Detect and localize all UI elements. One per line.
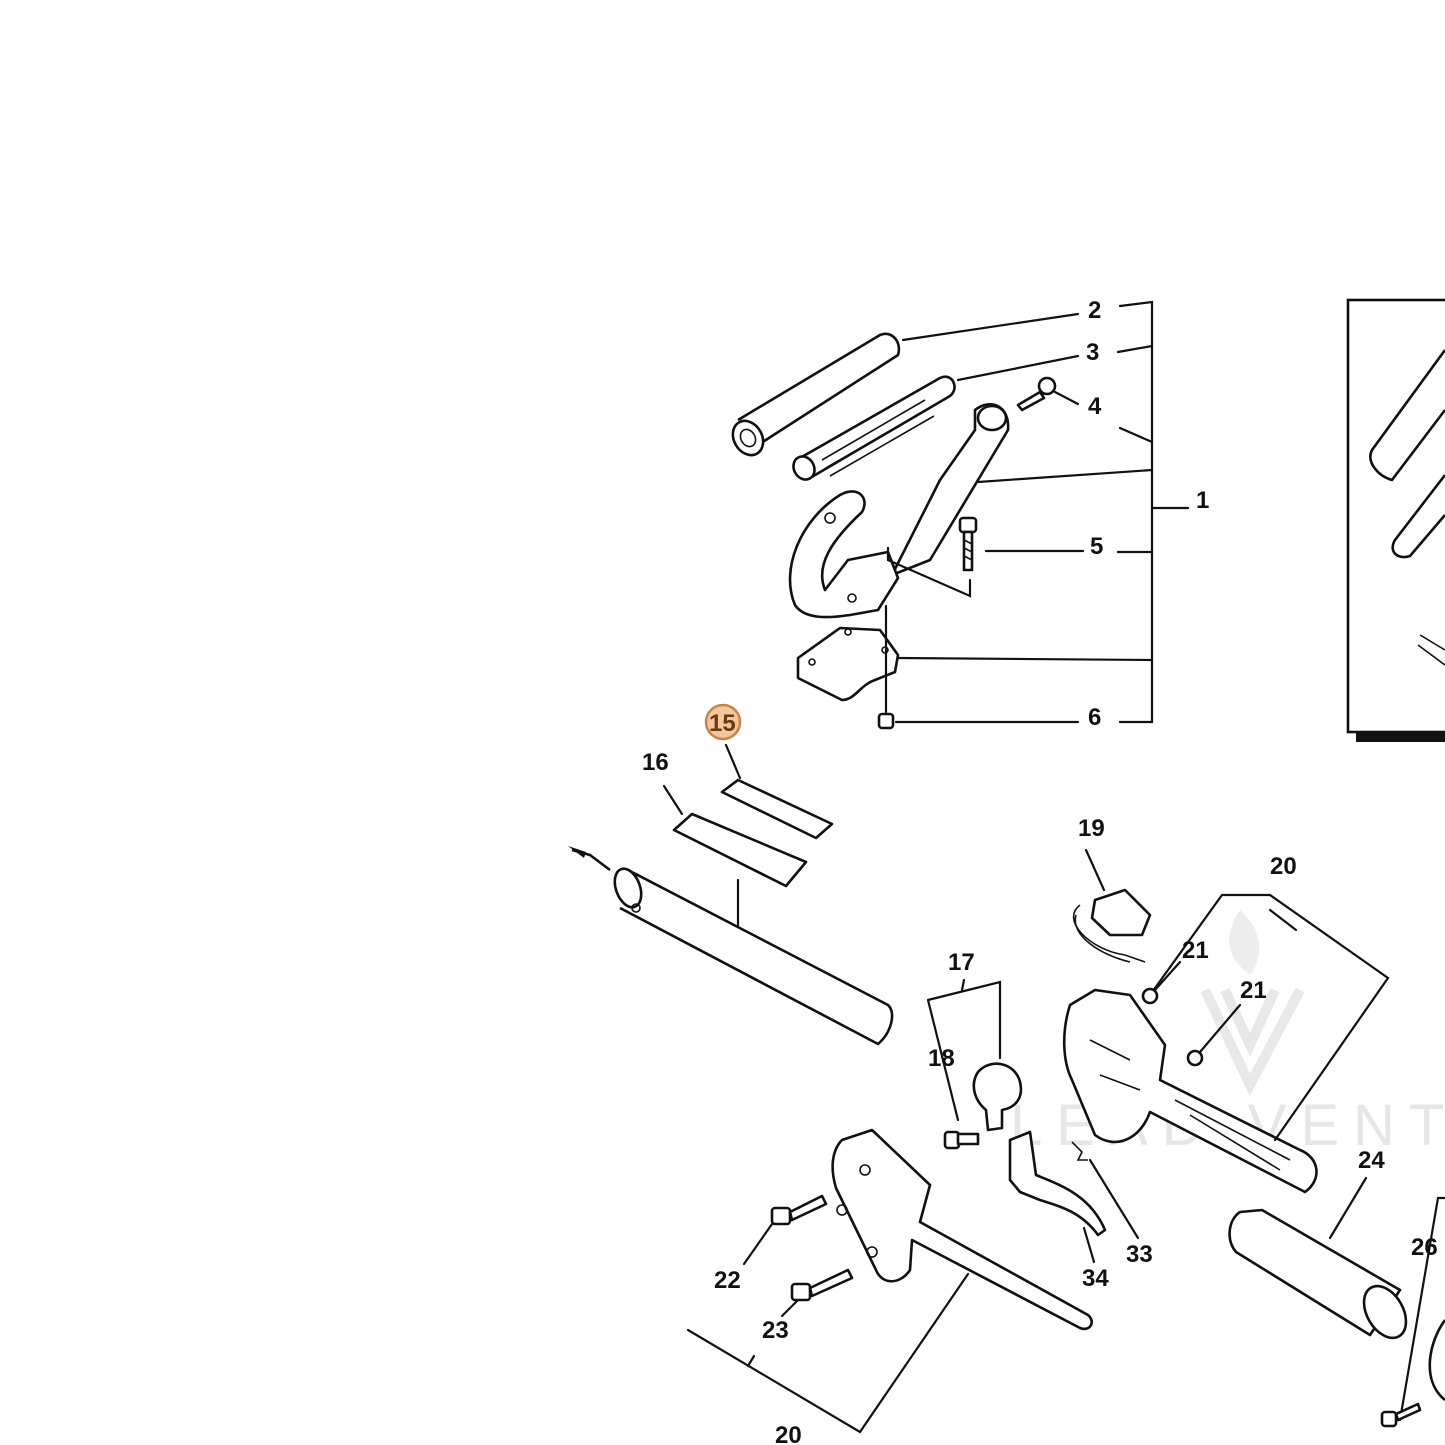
part-34-trigger: [1008, 1130, 1107, 1237]
callout-24[interactable]: 24: [1358, 1147, 1385, 1174]
inset-panel: [1346, 298, 1445, 742]
part-6-nut: [877, 712, 895, 730]
callout-21-b[interactable]: 21: [1240, 977, 1267, 1004]
callout-15-highlight[interactable]: [704, 703, 742, 741]
leader-22: [742, 1222, 774, 1266]
callout-16[interactable]: 16: [642, 749, 669, 776]
callout-6[interactable]: 6: [1088, 704, 1101, 731]
callout-19[interactable]: 19: [1078, 815, 1105, 842]
part-4-screw: [1016, 376, 1057, 412]
leader-21a: [1153, 960, 1182, 992]
watermark-logo: [1200, 910, 1305, 1097]
part-16-label-plate: [672, 812, 808, 888]
part-22-screw: [770, 1194, 828, 1226]
part-19-switch: [1072, 888, 1152, 963]
leader-lines-top: [894, 300, 1190, 724]
callout-22[interactable]: 22: [714, 1267, 741, 1294]
callout-20-bottom[interactable]: 20: [775, 1422, 802, 1445]
callout-20-top[interactable]: 20: [1270, 853, 1297, 880]
part-3-inner-grip: [792, 375, 956, 481]
leader-19: [1084, 848, 1106, 892]
callout-15[interactable]: 15: [709, 710, 736, 737]
leader-20: [1268, 908, 1298, 932]
callout-21-a[interactable]: 21: [1182, 937, 1209, 964]
callout-labels: 2 3 4 1 5 6 15 16 19 20 21 21 17 18 24 2…: [642, 297, 1438, 1445]
callout-34[interactable]: 34: [1082, 1265, 1109, 1292]
bracket-tick: [746, 1354, 756, 1368]
callout-23[interactable]: 23: [762, 1317, 789, 1344]
part-18-screw: [943, 1130, 980, 1150]
leader-16: [662, 784, 684, 816]
part-5-bolt: [958, 516, 978, 572]
leader-24: [1328, 1176, 1368, 1240]
part-15-label-plate: [720, 778, 834, 840]
callout-2[interactable]: 2: [1088, 297, 1101, 324]
leader-17: [960, 978, 966, 992]
part-17-clamp: [972, 1062, 1023, 1132]
callout-5[interactable]: 5: [1090, 533, 1103, 560]
leader-21b: [1198, 1003, 1242, 1054]
callout-1[interactable]: 1: [1196, 487, 1209, 514]
bracket-17: [926, 980, 1002, 1122]
part-20-lower-handle: [831, 1128, 1093, 1331]
part-1-clamp: [796, 626, 900, 702]
callout-18[interactable]: 18: [928, 1045, 955, 1072]
part-21-nuts: [1141, 987, 1204, 1067]
part-23-screw: [790, 1268, 854, 1302]
bracket-20-bottom: [686, 1272, 970, 1434]
leader-23: [780, 1298, 800, 1318]
part-24-grip: [1228, 1208, 1408, 1340]
part-26: [1380, 1196, 1445, 1428]
leader-15: [724, 743, 742, 780]
callout-17[interactable]: 17: [948, 949, 975, 976]
bolt-guide-line: [886, 546, 972, 598]
callout-26[interactable]: 26: [1411, 1234, 1438, 1261]
bracket-20-top: [1148, 893, 1390, 1142]
leader-33: [1088, 1158, 1140, 1240]
part-2-grip: [731, 332, 901, 457]
callout-3[interactable]: 3: [1086, 339, 1099, 366]
leader-34: [1082, 1226, 1096, 1264]
part-20-handle-housing: [1062, 988, 1318, 1194]
part-33-spring: [1071, 1141, 1088, 1161]
callout-4[interactable]: 4: [1088, 393, 1102, 420]
drive-shaft-tube: [568, 846, 894, 1046]
part-1-handle-arm: [788, 403, 1010, 619]
callout-33[interactable]: 33: [1126, 1241, 1153, 1268]
